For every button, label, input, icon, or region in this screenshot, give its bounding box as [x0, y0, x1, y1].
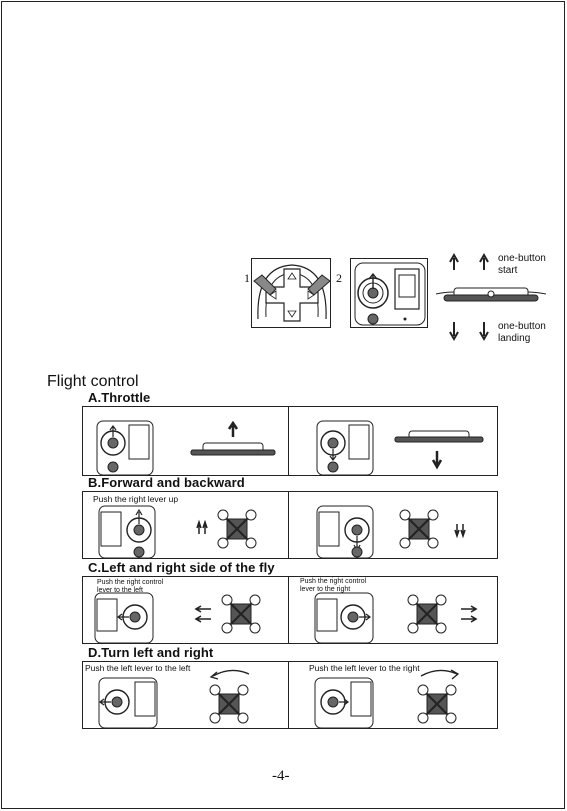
controller-icon	[316, 420, 374, 476]
quadcopter-rotate-right-icon	[417, 669, 460, 724]
section-a-title: A.Throttle	[88, 390, 151, 405]
one-button-start-label-2: start	[498, 265, 518, 276]
left-thumb-icon	[253, 274, 277, 296]
section-d-title: D.Turn left and right	[88, 645, 214, 660]
section-c-left-caption-1: Push the right control	[97, 579, 164, 586]
controller-icon	[316, 505, 374, 559]
quadcopter-backward-icon	[399, 509, 466, 549]
section-c-right-caption-1: Push the right control	[300, 578, 367, 585]
controller-illustration	[354, 262, 426, 326]
section-b-title: B.Forward and backward	[88, 475, 245, 490]
section-b-left-caption: Push the right lever up	[93, 494, 179, 504]
drone-down-icon	[394, 430, 484, 470]
step-2-number: 2	[336, 271, 342, 285]
drone-start-landing-illustration	[435, 252, 547, 342]
section-d-left-caption: Push the left lever to the left	[85, 663, 191, 673]
figure-2-controller	[350, 258, 428, 328]
step-1-number: 1	[244, 271, 250, 285]
controller-icon	[98, 505, 156, 559]
right-thumb-icon	[307, 274, 331, 296]
one-button-landing-label-2: landing	[498, 333, 531, 344]
one-button-start-label-1: one-button	[498, 253, 546, 264]
controller-icon	[314, 677, 374, 729]
section-c-panel: Push the right control lever to the left…	[82, 576, 498, 644]
quadcopter-rotate-left-icon	[209, 669, 250, 724]
section-a-divider	[288, 407, 290, 475]
down-arrow-icon	[449, 322, 489, 342]
controller-icon	[314, 592, 374, 644]
drone-up-icon	[190, 420, 276, 456]
controller-icon	[94, 592, 154, 644]
page-number: -4-	[272, 768, 290, 784]
section-c-left-caption-2: lever to the left	[97, 587, 143, 594]
section-d-panel: Push the left lever to the left Push the…	[82, 661, 498, 729]
controller-icon	[96, 420, 154, 476]
drone-icon	[435, 287, 547, 302]
flight-control-heading: Flight control	[47, 373, 139, 390]
section-d-right-caption: Push the left lever to the right	[309, 663, 420, 673]
section-c-right-caption-2: lever to the right	[300, 586, 351, 593]
section-a-panel	[82, 406, 498, 476]
section-c-title: C.Left and right side of the fly	[88, 560, 275, 575]
section-b-panel: Push the right lever up	[82, 491, 498, 559]
quadcopter-left-icon	[194, 594, 261, 634]
section-c-divider	[288, 577, 290, 643]
section-d-divider	[288, 662, 290, 728]
controller-icon	[98, 677, 158, 729]
dpad-illustration	[253, 264, 331, 322]
quadcopter-right-icon	[407, 594, 478, 634]
up-arrow-icon	[449, 252, 489, 270]
section-b-divider	[288, 492, 290, 558]
figure-1-controller-closeup	[251, 258, 331, 328]
quadcopter-forward-icon	[196, 509, 257, 549]
one-button-landing-label-1: one-button	[498, 321, 546, 332]
